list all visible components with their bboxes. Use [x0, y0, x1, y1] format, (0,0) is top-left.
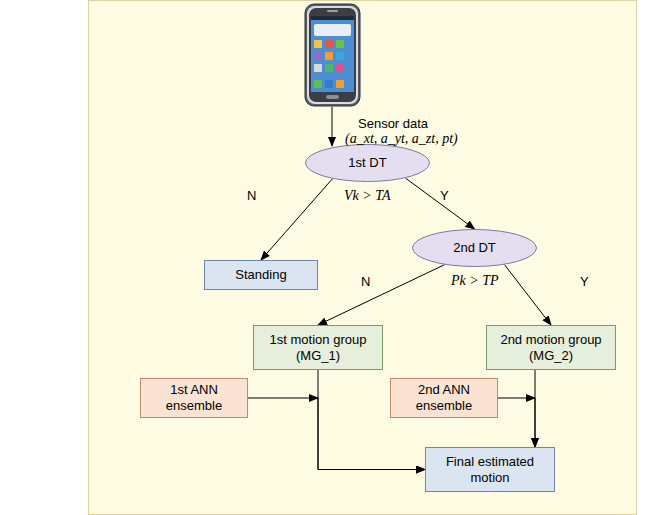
- node-text: 1st DT: [344, 155, 390, 171]
- branch-label: N: [361, 274, 370, 290]
- ann-box: 1st ANN ensemble: [140, 378, 248, 418]
- decision-ellipse: 2nd DT: [412, 229, 537, 267]
- branch-label: Y: [580, 274, 589, 290]
- flow-arrow: [318, 265, 445, 325]
- group-box: 1st motion group (MG_1): [253, 325, 383, 370]
- branch-label: Y: [440, 188, 449, 204]
- sensor-label: Sensor data: [358, 116, 428, 132]
- flow-arrow: [498, 398, 535, 447]
- ann-box: 2nd ANN ensemble: [390, 378, 498, 418]
- flow-arrow: [261, 179, 333, 260]
- condition-label: Vk > TA: [344, 188, 391, 205]
- result-box: Final estimated motion: [425, 447, 555, 492]
- input-arrow: [332, 107, 333, 146]
- node-text: Standing: [231, 267, 290, 283]
- state-box: Standing: [204, 260, 318, 290]
- node-text: 1st ANN ensemble: [145, 382, 243, 413]
- flow-arrow: [505, 265, 552, 325]
- branch-label: N: [247, 188, 256, 204]
- node-text: 2nd ANN ensemble: [395, 382, 493, 413]
- sensor-variables: (a_xt, a_yt, a_zt, pt): [345, 131, 458, 148]
- flow-arrow: [535, 370, 536, 447]
- group-box: 2nd motion group (MG_2): [486, 325, 616, 370]
- decision-ellipse: 1st DT: [305, 144, 430, 182]
- flow-arrow: [406, 178, 475, 229]
- panel-ground: [89, 1, 637, 515]
- condition-label: Pk > TP: [451, 273, 499, 290]
- node-text: Final estimated motion: [430, 454, 550, 485]
- node-text: 2nd DT: [449, 240, 500, 256]
- node-text: 1st motion group (MG_1): [258, 332, 378, 363]
- node-text: 2nd motion group (MG_2): [491, 332, 611, 363]
- phone-illustration: [305, 4, 360, 106]
